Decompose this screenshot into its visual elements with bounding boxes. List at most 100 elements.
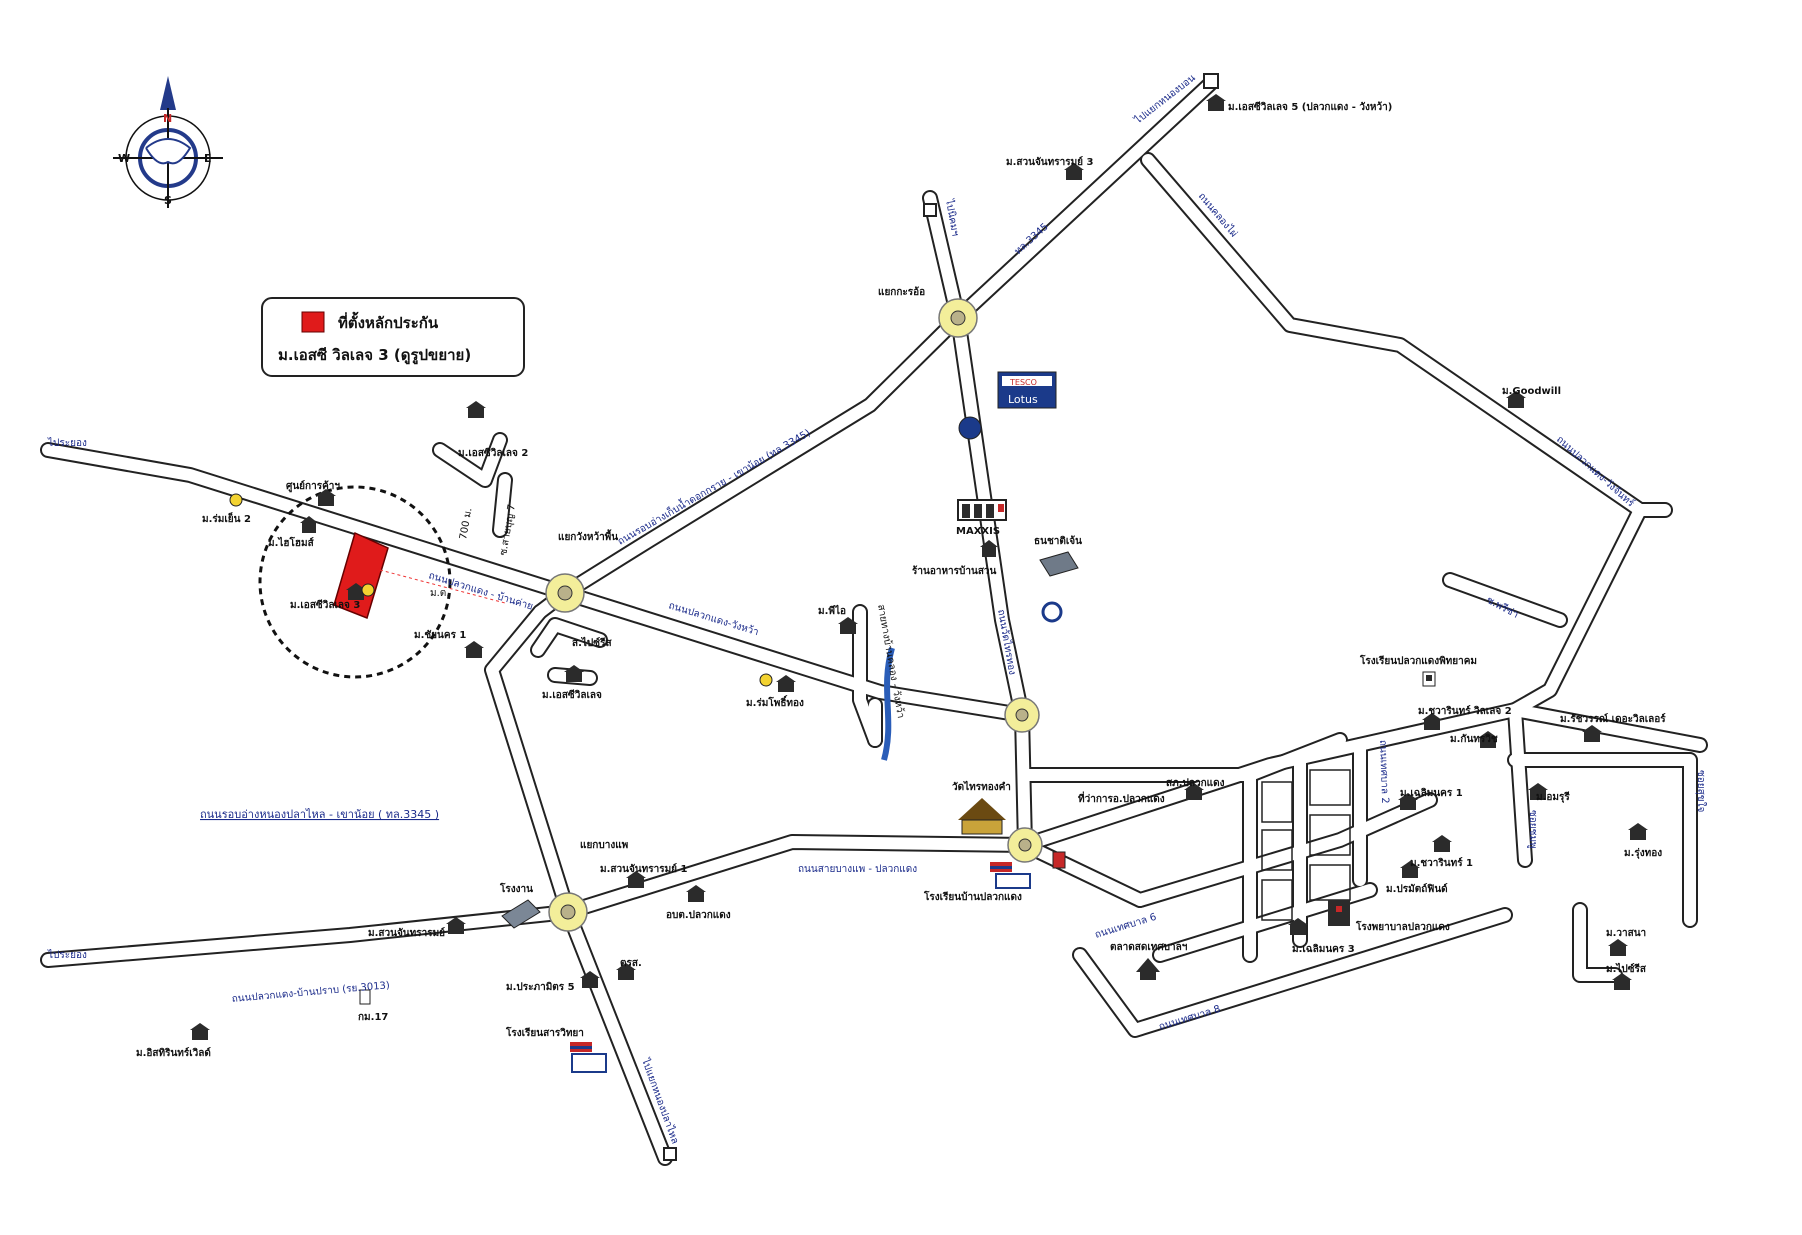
house-icon bbox=[316, 489, 336, 506]
place-label: วัดไทรทองคำ bbox=[952, 780, 1011, 793]
house-icon bbox=[190, 1023, 210, 1040]
compass-south: S bbox=[164, 194, 172, 207]
legend-swatch bbox=[301, 311, 325, 333]
house-icon bbox=[1506, 391, 1526, 408]
house-icon bbox=[466, 401, 486, 418]
canal bbox=[881, 647, 895, 761]
house-icon bbox=[564, 665, 584, 682]
distance-label: 700 ม. bbox=[458, 507, 474, 540]
distance-label: ม.ต. bbox=[430, 588, 449, 599]
place-label: ธนชาติเจ้น bbox=[1034, 535, 1082, 547]
legend-box: ที่ตั้งหลักประกัน ม.เอสซี วิลเลจ 3 (ดูรู… bbox=[261, 297, 525, 377]
house-icon bbox=[1422, 713, 1442, 730]
legend-subtitle: ม.เอสซี วิลเลจ 3 (ดูรูปขยาย) bbox=[278, 346, 471, 365]
place-label: ม.วาสนา bbox=[1606, 928, 1646, 939]
place-label: ม.ร่มเย็น 2 bbox=[202, 511, 251, 525]
road-label: ถนนเทศบาล 2 bbox=[1377, 740, 1390, 804]
place-label: ม.ชวารินทร์ 1 bbox=[1410, 857, 1473, 869]
house-icon bbox=[1398, 793, 1418, 810]
place-label: ม.อมรุรี bbox=[1536, 791, 1570, 803]
house-icon bbox=[616, 963, 636, 980]
place-label: ม.Goodwill bbox=[1502, 386, 1561, 397]
compass-east: E bbox=[204, 152, 212, 165]
place-label: ศูนย์การค้าฯ bbox=[286, 480, 340, 493]
roundabout-mid bbox=[1004, 697, 1040, 733]
place-label: โรงพยาบาลปลวกแดง bbox=[1355, 920, 1450, 933]
km-marker-icon bbox=[359, 989, 371, 1005]
road-label: ถนนรอบอ่างหนองปลาไหล - เขาน้อย ( ทล.3345… bbox=[200, 808, 439, 821]
place-label: ม.อิสทิรินทร์เวิลด์ bbox=[136, 1047, 211, 1059]
number-marker-icon bbox=[759, 673, 773, 687]
temple-icon bbox=[958, 798, 1006, 835]
place-label: ม.สวนจันทรารมย์ 1 bbox=[600, 863, 688, 875]
number-marker-icon bbox=[229, 493, 243, 507]
market-icon bbox=[1136, 958, 1160, 980]
house-icon bbox=[1478, 731, 1498, 748]
shield-icon bbox=[1041, 601, 1063, 623]
place-label: ที่ว่าการอ.ปลวกแดง bbox=[1078, 791, 1165, 805]
intersection-label: แยกวังหว้าพื้น bbox=[558, 529, 618, 543]
house-icon bbox=[1582, 725, 1602, 742]
place-label: ม.ปรมัตถ์ฟินด์ bbox=[1386, 883, 1448, 895]
bank-icon bbox=[958, 416, 982, 440]
legend-title: ที่ตั้งหลักประกัน bbox=[338, 311, 439, 332]
town-blocks bbox=[1261, 769, 1351, 921]
roundabout-south bbox=[548, 892, 588, 932]
place-label: ส.ไปซ์รีส bbox=[572, 636, 612, 649]
school-icon bbox=[1422, 671, 1436, 687]
place-label: ตลาดสดเทศบาลฯ bbox=[1110, 942, 1188, 953]
place-label: MAXXIS bbox=[956, 526, 1000, 537]
place-label: ม.กันทรวิช bbox=[1450, 733, 1498, 745]
direction-label: ไประยอง bbox=[47, 949, 87, 961]
house-icon bbox=[446, 917, 466, 934]
road-label: ถนนเทศบาล 6 bbox=[1094, 912, 1158, 941]
house-icon bbox=[300, 516, 318, 533]
place-label: ม.ร่มโพธิ์ทอง bbox=[746, 695, 804, 709]
road-label: ถนนปลวกแดง-วังจันทร์ bbox=[1554, 433, 1637, 510]
place-label: สภ.ปลวกแดง bbox=[1166, 777, 1225, 789]
house-icon bbox=[626, 871, 646, 888]
signpost-icon bbox=[663, 1147, 677, 1161]
place-label: ม.เอสซีวิลเลจ 2 bbox=[458, 447, 528, 459]
office-building-icon bbox=[1039, 551, 1079, 577]
place-label: ม.ไปซ์รีส bbox=[1606, 962, 1647, 975]
place-label: อบต.ปลวกแดง bbox=[666, 909, 731, 921]
place-label: ม.รุ่งทอง bbox=[1624, 847, 1662, 859]
place-label: ม.เฉลิมนคร 3 bbox=[1292, 943, 1355, 955]
road-label: ซอยชมพู bbox=[1527, 810, 1538, 849]
restaurant-icon bbox=[980, 540, 998, 557]
number-marker-icon bbox=[361, 583, 375, 597]
house-icon bbox=[686, 885, 706, 902]
house-icon bbox=[346, 583, 366, 600]
place-label: ม.เอสซีวิลเลจ 3 bbox=[290, 599, 360, 611]
road-label: ถนนรอบอ่างเก็บน้ำดอกกราย - เขาน้อย (ทล.3… bbox=[615, 425, 813, 547]
house-icon bbox=[1612, 973, 1632, 990]
place-label: กม.17 bbox=[358, 1012, 388, 1023]
maxxis-building-icon bbox=[957, 499, 1007, 521]
signpost-icon bbox=[1203, 73, 1219, 89]
collateral-site bbox=[258, 485, 506, 679]
place-label: โรงงาน bbox=[499, 882, 533, 895]
road-network bbox=[40, 76, 1708, 1166]
place-label: ม.ชวารินทร์ วิลเลจ 2 bbox=[1418, 705, 1512, 717]
place-label: ม.เฉลิมนคร 1 bbox=[1400, 787, 1463, 799]
compass-rose: N S E W bbox=[113, 76, 223, 208]
road-label: ถนนสายบางแพ - ปลวกแดง bbox=[798, 864, 917, 875]
factory-icon bbox=[501, 899, 541, 929]
direction-label: ไประยอง bbox=[47, 437, 87, 449]
house-icon bbox=[838, 617, 858, 634]
compass-west: W bbox=[118, 152, 130, 165]
road-label: ซอยสุขใจ bbox=[1695, 770, 1707, 812]
hospital-icon bbox=[1328, 900, 1350, 926]
house-icon bbox=[1184, 783, 1204, 800]
place-label: ร้านอาหารบ้านสวน bbox=[912, 565, 997, 577]
lotus-label: Lotus bbox=[1008, 393, 1038, 406]
place-label: โรงเรียนบ้านปลวกแดง bbox=[923, 890, 1022, 903]
school-flag-south-icon bbox=[570, 1042, 607, 1073]
place-label: ม.เอสซีวิลเลจ 5 (ปลวกแดง - วังหว้า) bbox=[1228, 101, 1392, 113]
site-zoom-circle bbox=[258, 485, 452, 679]
map-labels: ไประยอง ไประยอง ไปแยกหนองบอน ไปนิคมฯ ไปแ… bbox=[47, 72, 1707, 1146]
house-icon bbox=[1400, 861, 1420, 878]
signpost-icon bbox=[923, 203, 937, 217]
